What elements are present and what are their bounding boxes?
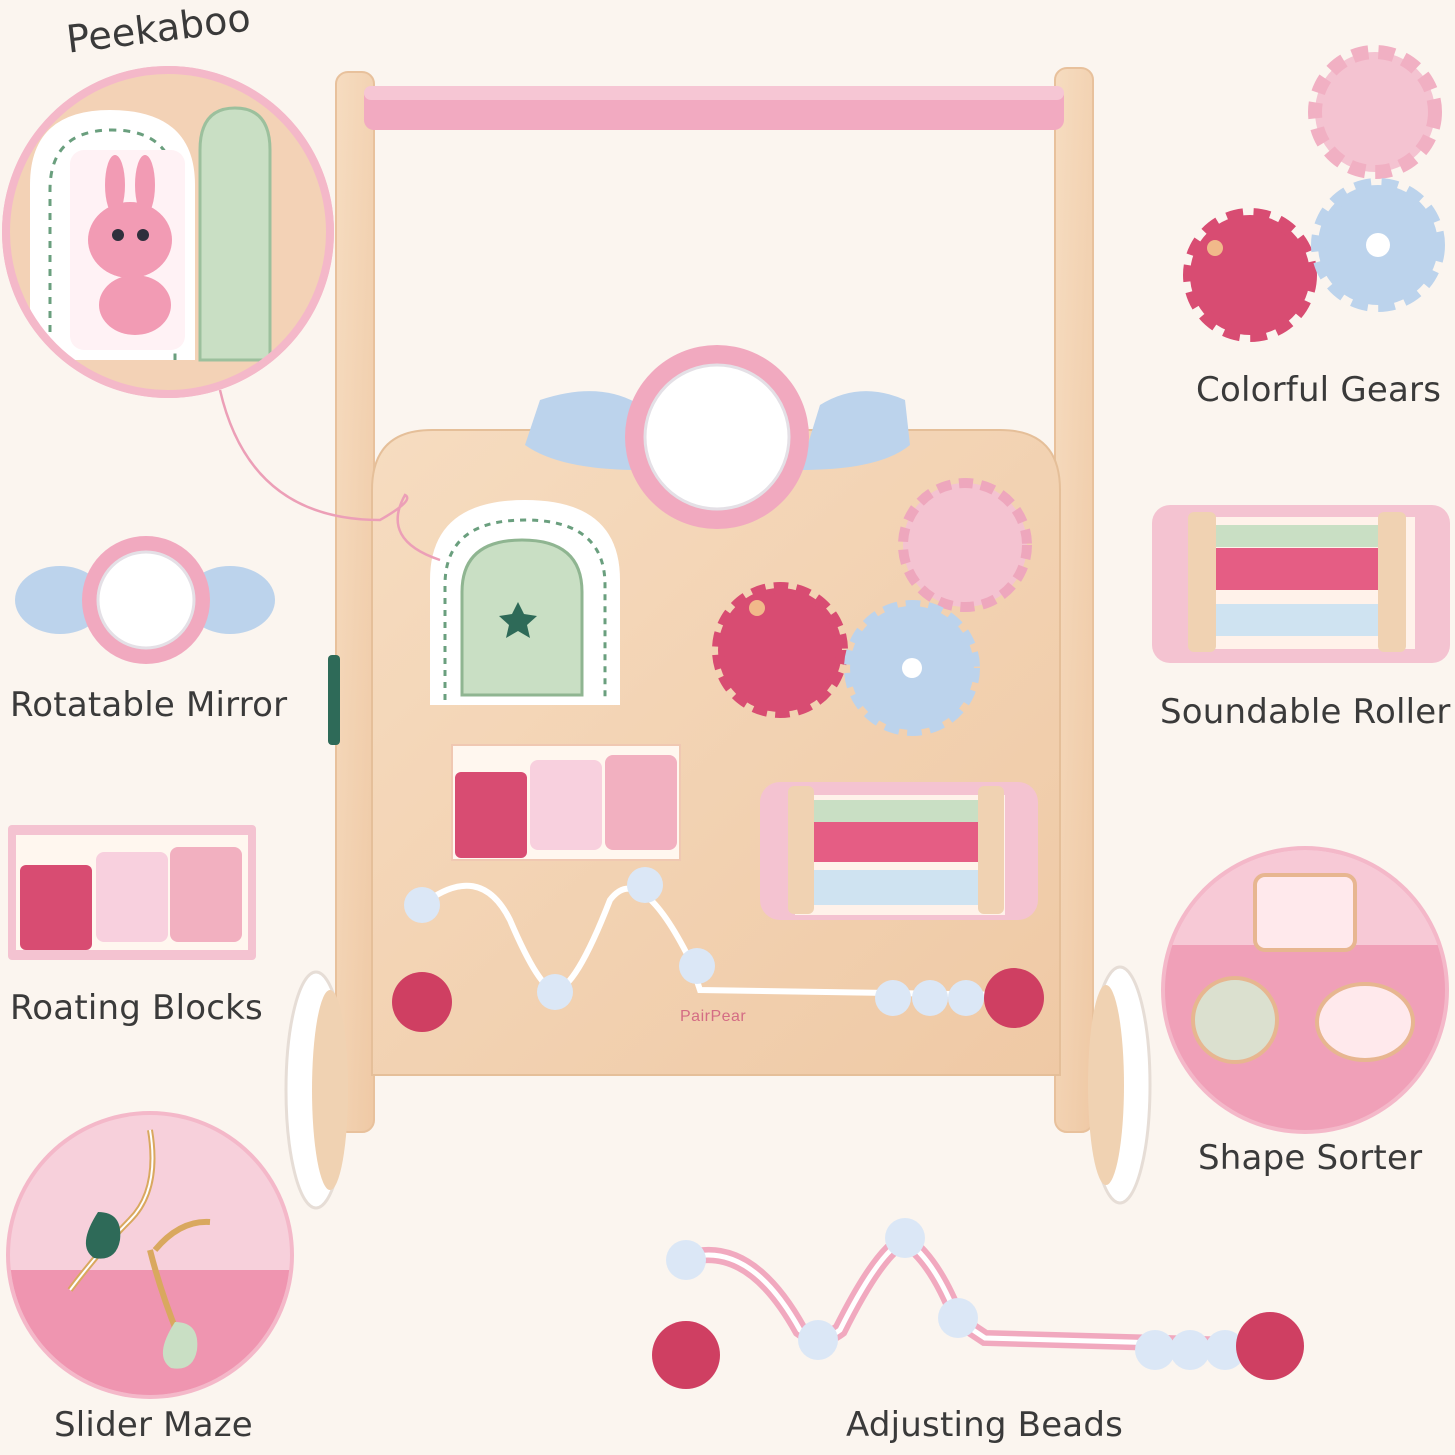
gears-board	[712, 478, 1032, 736]
leaf-icon	[162, 1322, 198, 1369]
shape-sorter-detail	[1161, 846, 1449, 1134]
wheel-left	[284, 970, 348, 1210]
label-roating-blocks: Roating Blocks	[10, 988, 263, 1028]
label-shape-sorter: Shape Sorter	[1198, 1138, 1423, 1178]
roating-blocks-detail	[8, 825, 256, 960]
bead-maze-board	[392, 867, 1044, 1032]
rotatable-mirror	[525, 345, 910, 529]
label-adjusting-beads: Adjusting Beads	[846, 1405, 1124, 1445]
roller-board	[760, 782, 1038, 920]
butterfly-icon	[1253, 873, 1357, 952]
walker-frame	[335, 67, 1094, 1133]
brand-logo-text: PairPear	[680, 1008, 747, 1025]
rabbit-icon	[1315, 982, 1415, 1062]
label-rotatable-mirror: Rotatable Mirror	[10, 685, 288, 725]
bunny-icon	[88, 202, 172, 278]
peekaboo-detail	[2, 66, 441, 562]
soundable-roller-detail	[1152, 505, 1450, 663]
rotating-blocks-board	[451, 744, 681, 861]
label-soundable-roller: Soundable Roller	[1160, 692, 1451, 732]
colorful-gears-detail	[1183, 45, 1445, 342]
wheel-right	[1088, 965, 1152, 1205]
rotatable-mirror-detail	[15, 536, 275, 664]
flower-icon	[1191, 976, 1279, 1064]
leaf-icon	[85, 1212, 121, 1259]
label-colorful-gears: Colorful Gears	[1196, 370, 1442, 410]
label-slider-maze: Slider Maze	[54, 1405, 253, 1445]
peekaboo-door	[430, 500, 620, 705]
slider-maze-detail	[6, 1111, 294, 1399]
adjusting-beads-detail	[652, 1218, 1304, 1389]
